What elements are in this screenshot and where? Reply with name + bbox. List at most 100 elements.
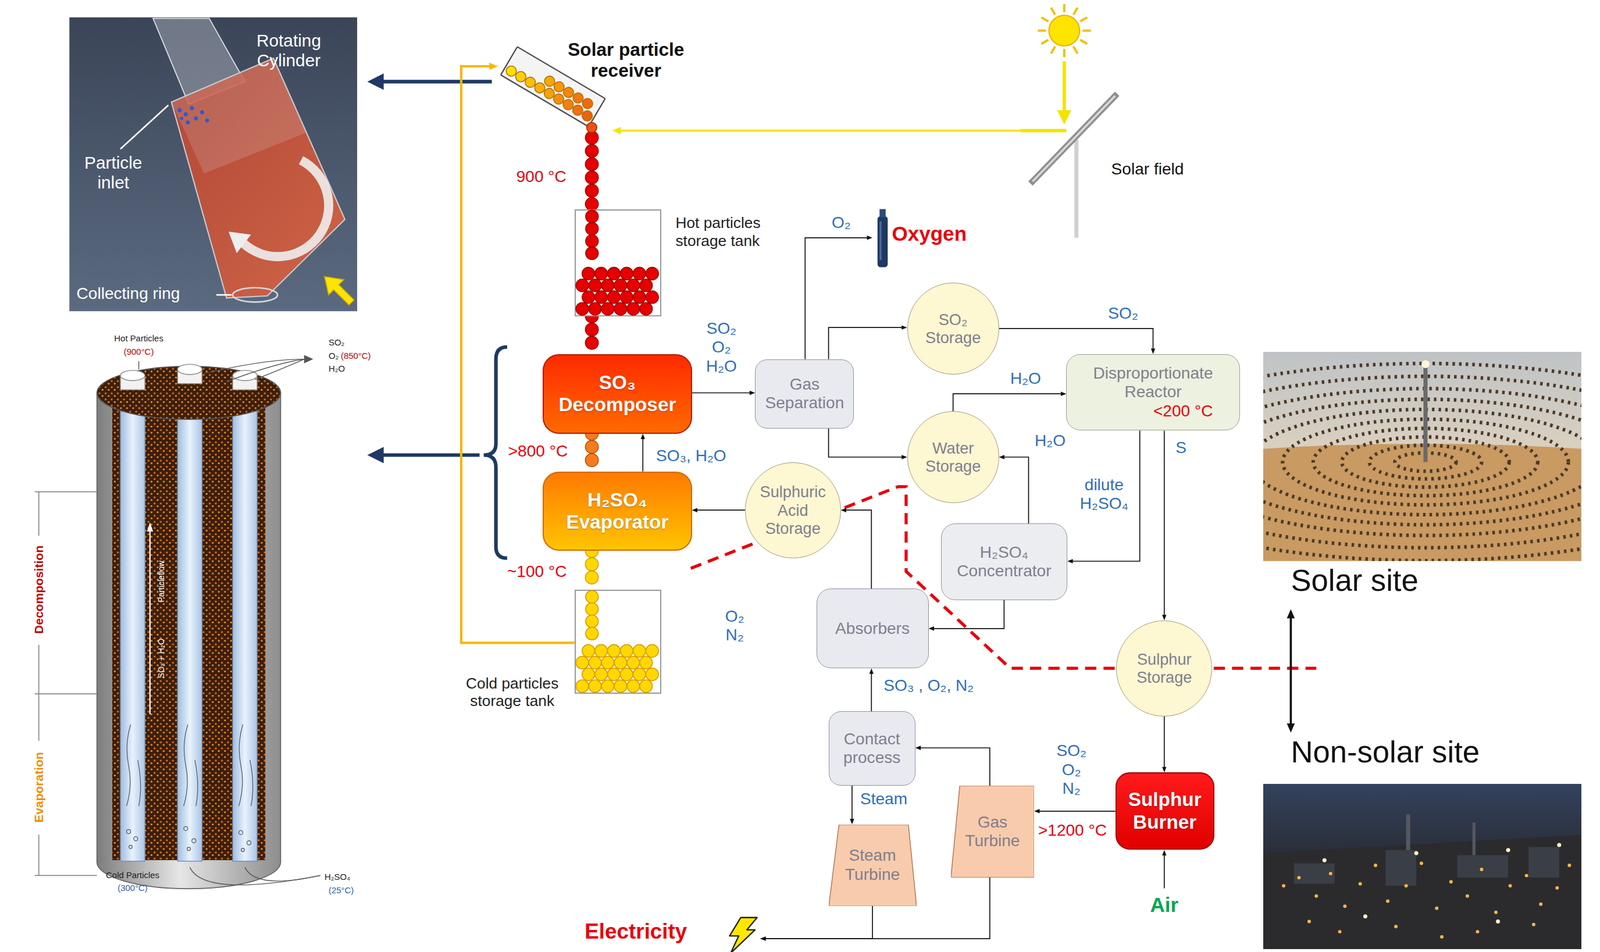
particle [575, 679, 589, 693]
particle [645, 290, 659, 304]
arrowhead [749, 390, 755, 395]
process-box: SO₃ Decomposer [542, 354, 692, 434]
particle-chain [585, 137, 598, 210]
flow-label: SO₃ + H₂O [156, 638, 166, 678]
connector-line [851, 785, 853, 821]
arrowhead [489, 62, 498, 71]
input-label: Air [1140, 888, 1188, 922]
connector [692, 390, 756, 395]
particle [586, 122, 598, 134]
detail-arrows [367, 73, 508, 558]
particle [614, 656, 627, 670]
particle [585, 246, 599, 260]
particle [588, 656, 602, 670]
turbine-shape: Steam Turbine [828, 824, 917, 907]
process-box: Gas Separation [754, 359, 854, 429]
node-label: Steam Turbine [845, 846, 900, 885]
connector [591, 316, 593, 355]
node-label: <200 °C [1153, 401, 1214, 421]
arrowhead [760, 936, 766, 941]
connector [828, 325, 908, 359]
node-label: Electricity [584, 919, 687, 944]
connector-line [619, 129, 1026, 132]
particle [585, 209, 599, 223]
node-text-group: Gas Turbine [964, 813, 1020, 851]
node-label: SO₂ Storage [925, 310, 981, 348]
connector [692, 508, 746, 513]
node-label: Sulphur Storage [1136, 650, 1192, 687]
site-photo: Non-solar site [1263, 732, 1582, 950]
connector [591, 433, 593, 472]
process-box: Disproportionate Reactor<200 °C [1066, 354, 1240, 431]
connector-line [1071, 430, 1140, 562]
site-photo: Solar site [1263, 351, 1582, 609]
particle [632, 668, 646, 682]
gas-bottle: Oxygen [872, 207, 990, 271]
connector-line [804, 237, 868, 360]
flow-label: Particleflow [156, 560, 166, 603]
particle [632, 290, 646, 304]
part-label: Particle inlet [84, 152, 142, 194]
connector-line [933, 600, 1005, 629]
temperature-label: >800 °C [508, 442, 569, 461]
arrowhead [901, 325, 907, 330]
arrowhead [928, 626, 935, 631]
node-label: Oxygen [891, 222, 967, 246]
particle [588, 679, 602, 693]
particle [585, 590, 599, 604]
node-text-group: Sulphuric Acid Storage [760, 482, 826, 538]
connector-line [870, 672, 872, 712]
connector [915, 745, 990, 786]
particle [594, 668, 608, 682]
particle [619, 668, 633, 682]
output-label: Electricity [581, 916, 761, 952]
edge-label: >1200 °C [1038, 821, 1107, 840]
particle [607, 266, 620, 280]
node-text-group: Disproportionate Reactor<200 °C [1093, 364, 1214, 421]
particle [601, 679, 615, 693]
node-text-group: Steam Turbine [845, 846, 900, 885]
particle [607, 644, 620, 658]
particle [639, 679, 653, 693]
particle [626, 302, 640, 316]
tank-wall [575, 590, 661, 694]
particle [588, 278, 602, 292]
connector-line [953, 393, 1063, 412]
node-text-group: Water Storage [925, 439, 981, 476]
temperature-label: (300°C) [117, 883, 148, 894]
part-label: Hot Particles [113, 333, 164, 344]
connector [828, 428, 908, 460]
arrowhead [1067, 558, 1073, 563]
particle-chain-outline [585, 316, 600, 355]
temperature-label: (900°C) [123, 347, 155, 358]
arrowhead [640, 433, 646, 440]
connector [869, 668, 874, 712]
connector [999, 328, 1156, 355]
connector-line [828, 327, 903, 359]
connector [1067, 430, 1140, 563]
node-text-group: Gas Separation [765, 375, 845, 413]
connector [1162, 716, 1167, 773]
node-label: Solar field [1111, 159, 1185, 179]
arrowhead [1162, 767, 1167, 773]
species-label: O₂ [328, 351, 339, 362]
part-label: Collecting ring [76, 284, 181, 304]
node-label: H₂SO₄ Concentrator [956, 543, 1051, 582]
particle [588, 302, 602, 316]
zone-label: Decomposition [31, 545, 46, 634]
particle [585, 615, 599, 629]
temperature-label: 900 °C [516, 167, 567, 187]
particle [626, 679, 640, 693]
connector [461, 62, 575, 644]
species-label: SO₂ O₂ N₂ [1056, 741, 1086, 798]
connector [591, 550, 593, 590]
node-label: SO₃ Decomposer [558, 371, 677, 417]
particle-chain [585, 316, 598, 355]
arrowhead [1287, 723, 1296, 733]
arrowhead [1150, 348, 1156, 354]
connector-line [642, 438, 644, 472]
arrowhead [867, 235, 873, 240]
zone-label: Evaporation [31, 752, 46, 824]
particle [607, 290, 620, 304]
arrowhead [692, 508, 698, 513]
